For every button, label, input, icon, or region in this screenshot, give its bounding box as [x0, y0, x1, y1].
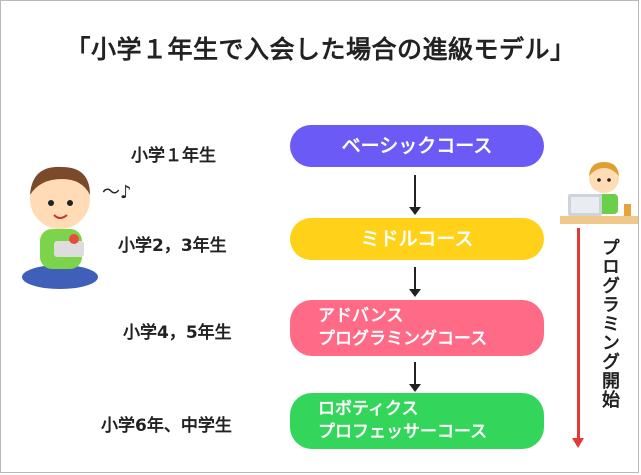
course-middle-label: ミドルコース [360, 228, 474, 250]
course-advance-label-1: アドバンス [318, 306, 404, 326]
course-advance-label-2: プログラミングコース [318, 329, 488, 349]
grade-label-4: 小学6年、中学生 [101, 416, 232, 436]
arrow-down-3 [409, 362, 421, 392]
course-advance: アドバンス プログラミングコース [290, 300, 544, 356]
course-basic: ベーシックコース [290, 125, 544, 167]
programming-start-arrow [572, 228, 584, 448]
course-middle: ミドルコース [290, 218, 544, 260]
laptop-child-illustration [560, 158, 638, 230]
child-laptop-icon [560, 162, 638, 224]
grade-label-3: 小学4，5年生 [123, 323, 232, 343]
grade-label-1: 小学１年生 [131, 146, 216, 166]
child-illustration [18, 155, 108, 295]
course-robotics: ロボティクス プロフェッサーコース [290, 393, 544, 449]
music-note-text: ～♪ [102, 182, 132, 203]
course-basic-label: ベーシックコース [341, 135, 493, 157]
course-robotics-label-2: プロフェッサーコース [318, 422, 488, 442]
programming-start-label: プログラミング開始 [599, 238, 620, 409]
course-robotics-label-1: ロボティクス [318, 399, 419, 419]
grade-label-2: 小学2，3年生 [118, 236, 227, 256]
arrow-down-2 [409, 267, 421, 297]
page-title: 「小学１年生で入会した場合の進級モデル」 [65, 35, 576, 64]
child-sitting-icon [22, 166, 98, 289]
arrow-down-1 [409, 175, 421, 215]
